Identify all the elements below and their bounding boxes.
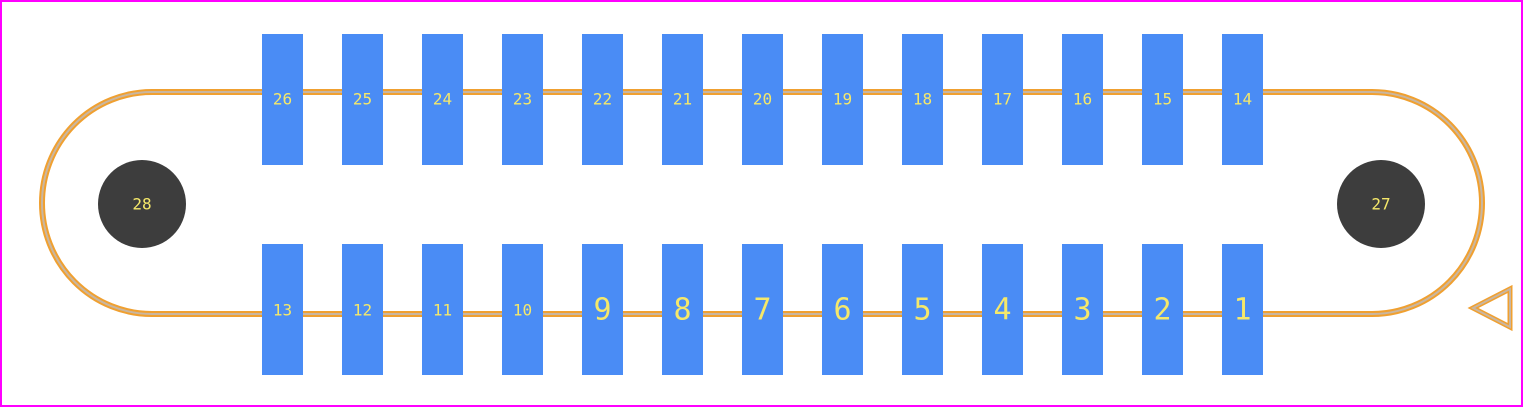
smd-pad-11: 11 xyxy=(422,244,463,375)
smd-pad-2: 2 xyxy=(1142,244,1183,375)
pad-number: 16 xyxy=(1073,90,1092,109)
smd-pad-19: 19 xyxy=(822,34,863,165)
smd-pad-6: 6 xyxy=(822,244,863,375)
smd-pad-24: 24 xyxy=(422,34,463,165)
smd-pad-15: 15 xyxy=(1142,34,1183,165)
smd-pad-23: 23 xyxy=(502,34,543,165)
pad-number: 8 xyxy=(673,293,691,328)
pad-number: 17 xyxy=(993,90,1012,109)
smd-pad-12: 12 xyxy=(342,244,383,375)
pad-number: 1 xyxy=(1233,293,1251,328)
smd-pad-20: 20 xyxy=(742,34,783,165)
smd-pad-3: 3 xyxy=(1062,244,1103,375)
pad-number: 18 xyxy=(913,90,932,109)
smd-pad-22: 22 xyxy=(582,34,623,165)
smd-pad-5: 5 xyxy=(902,244,943,375)
smd-pad-21: 21 xyxy=(662,34,703,165)
pad-number: 2 xyxy=(1153,293,1171,328)
smd-pad-14: 14 xyxy=(1222,34,1263,165)
smd-pad-4: 4 xyxy=(982,244,1023,375)
smd-pad-1: 1 xyxy=(1222,244,1263,375)
pad-number: 24 xyxy=(433,90,452,109)
pad-number: 26 xyxy=(273,90,292,109)
smd-pad-13: 13 xyxy=(262,244,303,375)
pad-number: 10 xyxy=(513,301,532,320)
smd-pad-7: 7 xyxy=(742,244,783,375)
bottom-pad-row: 13 12 11 10 9 8 7 6 5 4 3 2 1 xyxy=(262,244,1263,375)
silkscreen-outline xyxy=(39,89,1485,317)
pad-number: 21 xyxy=(673,90,692,109)
pad-number: 14 xyxy=(1233,90,1252,109)
pad-number: 15 xyxy=(1153,90,1172,109)
mounting-hole-right: 27 xyxy=(1337,160,1425,248)
pad-number: 22 xyxy=(593,90,612,109)
pad-number: 19 xyxy=(833,90,852,109)
pad-number: 20 xyxy=(753,90,772,109)
pin1-marker-icon xyxy=(1467,284,1513,332)
pad-number: 6 xyxy=(833,293,851,328)
smd-pad-16: 16 xyxy=(1062,34,1103,165)
pad-number: 4 xyxy=(993,293,1011,328)
smd-pad-25: 25 xyxy=(342,34,383,165)
pad-number: 5 xyxy=(913,293,931,328)
pad-number: 3 xyxy=(1073,293,1091,328)
pad-number: 9 xyxy=(593,293,611,328)
smd-pad-10: 10 xyxy=(502,244,543,375)
mounting-hole-label: 27 xyxy=(1371,195,1390,214)
smd-pad-8: 8 xyxy=(662,244,703,375)
top-pad-row: 26 25 24 23 22 21 20 19 18 17 16 15 14 xyxy=(262,34,1263,165)
smd-pad-26: 26 xyxy=(262,34,303,165)
smd-pad-17: 17 xyxy=(982,34,1023,165)
pad-number: 25 xyxy=(353,90,372,109)
pad-number: 13 xyxy=(273,301,292,320)
mounting-hole-left: 28 xyxy=(98,160,186,248)
pad-number: 23 xyxy=(513,90,532,109)
smd-pad-9: 9 xyxy=(582,244,623,375)
pad-number: 11 xyxy=(433,301,452,320)
pad-number: 7 xyxy=(753,293,771,328)
pad-number: 12 xyxy=(353,301,372,320)
mounting-hole-label: 28 xyxy=(132,195,151,214)
smd-pad-18: 18 xyxy=(902,34,943,165)
